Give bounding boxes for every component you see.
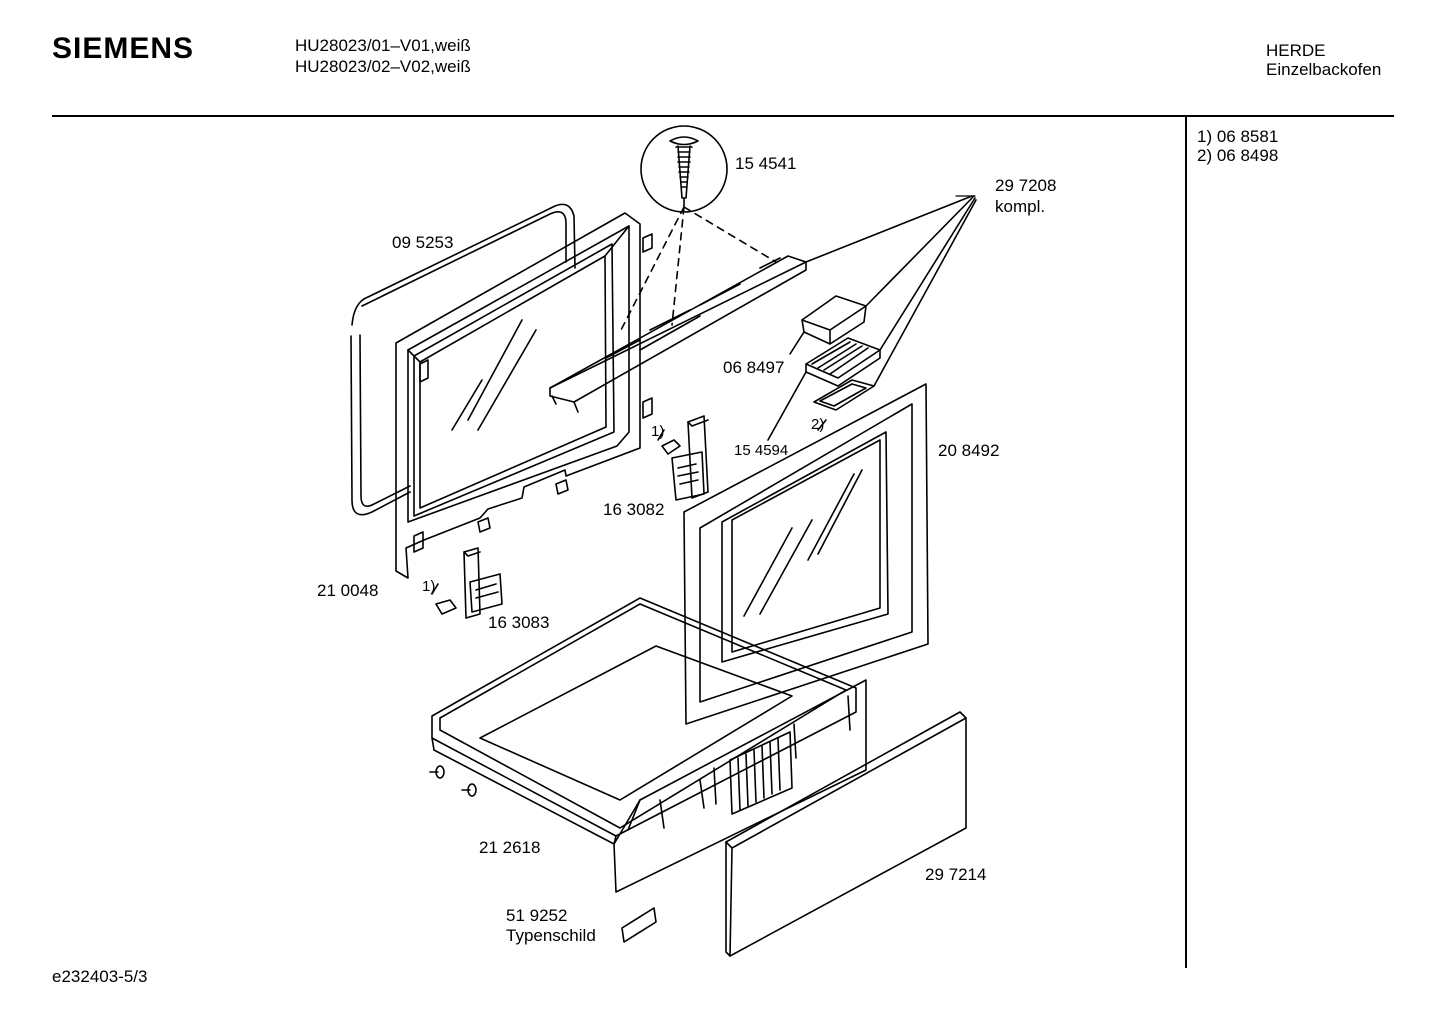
model-line-2: HU28023/02–V02,weiß [295,57,471,76]
hinge-right [658,416,708,500]
part-label-insert-ref: 2) [811,416,825,433]
drawer-front-panel [726,712,966,956]
brand-logo: SIEMENS [52,32,195,65]
drawing-code: e232403-5/3 [52,967,148,986]
category-title: HERDE [1266,41,1326,60]
inner-door-frame [396,213,652,578]
outer-glass-door [684,384,928,724]
handle-cap [790,196,974,354]
part-label-handle-insert: 15 4594 [734,442,789,459]
part-label-hinge-left-ref: 1) [422,578,436,595]
category-subtitle: Einzelbackofen [1266,60,1382,79]
hinge-left [432,548,502,618]
door-seal [351,204,575,514]
part-label-hinge-right: 16 3082 [603,500,665,519]
part-label-type-plate-text: Typenschild [506,926,596,945]
top-trim-strip [550,196,972,412]
handle-grille [768,198,975,440]
note-2: 2) 06 8498 [1197,146,1279,165]
part-label-handle-cap: 06 8497 [723,358,785,377]
part-label-hinge-right-ref: 1) [651,423,665,440]
part-label-trim-set: 29 7208 [995,176,1057,195]
part-label-inner-door: 21 0048 [317,581,379,600]
type-plate [622,908,656,942]
part-label-drawer-panel: 29 7214 [925,865,987,884]
screw-detail [621,126,776,330]
part-label-seal: 09 5253 [392,233,454,252]
part-label-type-plate: 51 9252 [506,906,568,925]
part-label-screw: 15 4541 [735,154,797,173]
part-label-outer-door: 20 8492 [938,441,1000,460]
part-label-hinge-left: 16 3083 [488,613,550,632]
header-divider [52,115,1394,117]
handle-insert [814,200,976,430]
note-1: 1) 06 8581 [1197,127,1279,146]
notes-divider [1185,117,1187,968]
model-line-1: HU28023/01–V01,weiß [295,36,471,55]
part-label-drawer: 21 2618 [479,838,541,857]
part-label-trim-set-note: kompl. [995,197,1046,216]
storage-drawer [430,598,866,892]
